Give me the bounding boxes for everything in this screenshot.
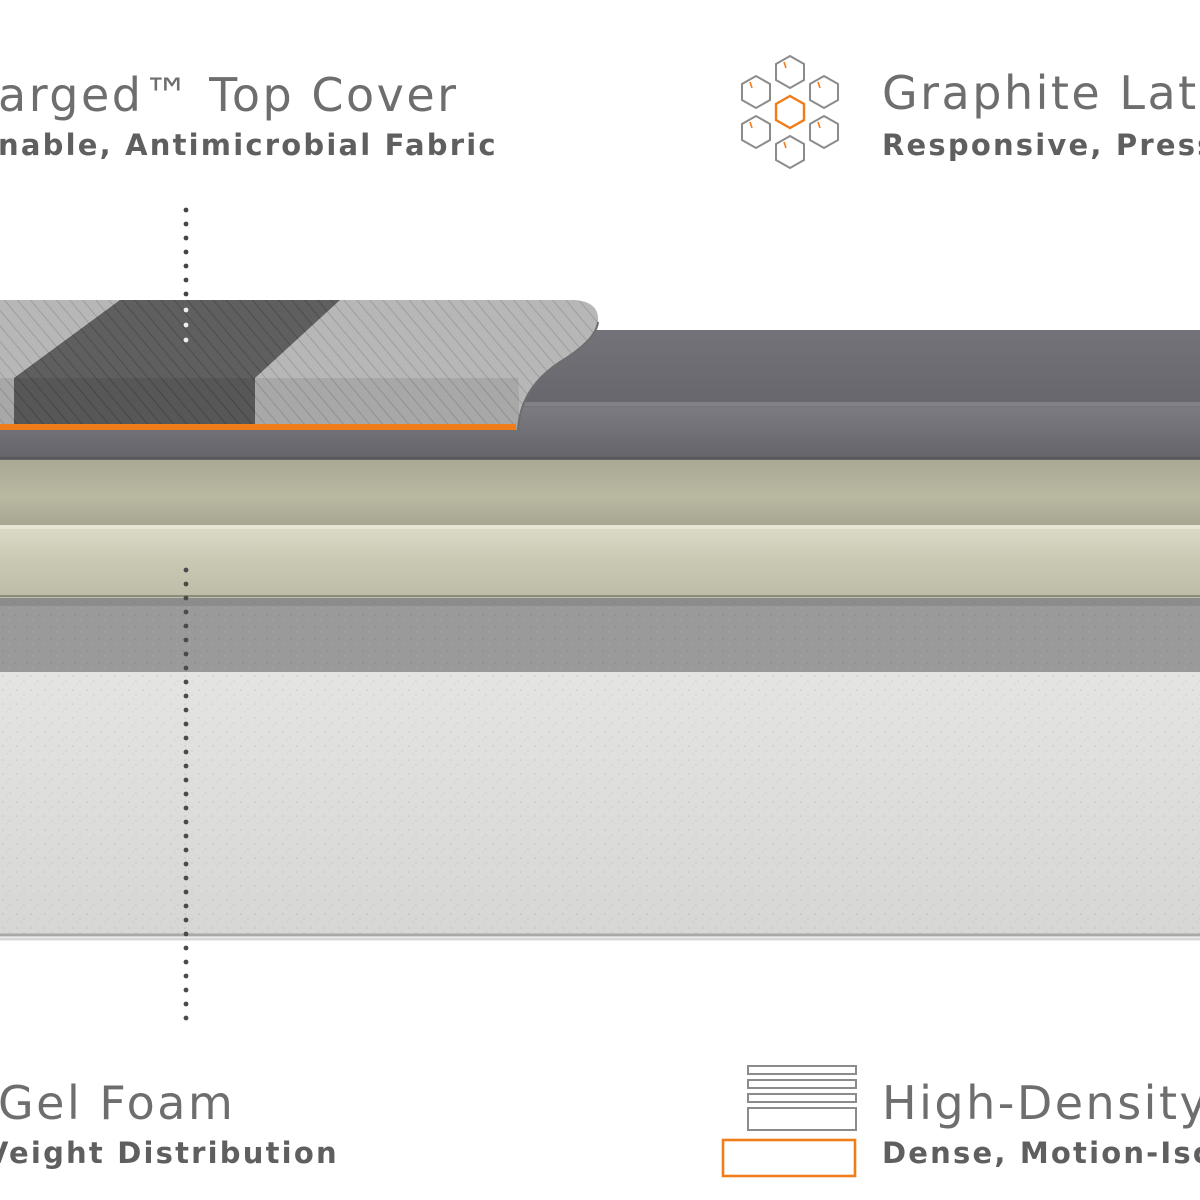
gel-foam-layer-upper xyxy=(0,458,1200,528)
label-graphite-latex: Graphite Lat xyxy=(882,70,1199,116)
label-gel-foam-subtitle-wrap: Veight Distribution xyxy=(0,1139,339,1168)
gel-foam-layer-lower xyxy=(0,526,1200,598)
top-cover-dark-band xyxy=(14,300,340,430)
orange-accent-line xyxy=(0,424,516,430)
leader-line-bottom xyxy=(183,567,189,1021)
label-top-cover-subtitle-wrap: nable, Antimicrobial Fabric xyxy=(0,131,498,160)
label-gel-foam: Gel Foam xyxy=(0,1080,235,1126)
transition-foam-layer xyxy=(0,596,1200,672)
label-high-density: High-Density xyxy=(882,1080,1200,1126)
label-high-density-subtitle-wrap: Dense, Motion-Isc xyxy=(882,1139,1200,1168)
label-title: arged™ Top Cover xyxy=(0,68,459,122)
label-title: Gel Foam xyxy=(0,1076,236,1130)
hexagon-cluster-icon xyxy=(741,54,839,170)
label-title: High-Density xyxy=(882,1076,1200,1130)
label-subtitle: Responsive, Press xyxy=(882,128,1200,162)
label-top-cover: arged™ Top Cover xyxy=(0,72,459,118)
label-subtitle: nable, Antimicrobial Fabric xyxy=(0,128,498,162)
label-subtitle: Dense, Motion-Isc xyxy=(882,1136,1200,1170)
leader-line-top xyxy=(183,207,189,297)
stacked-layers-icon xyxy=(721,1065,857,1178)
label-title: Graphite Lat xyxy=(882,66,1199,120)
label-graphite-latex-subtitle-wrap: Responsive, Press xyxy=(882,131,1200,160)
label-subtitle: Veight Distribution xyxy=(0,1136,339,1170)
